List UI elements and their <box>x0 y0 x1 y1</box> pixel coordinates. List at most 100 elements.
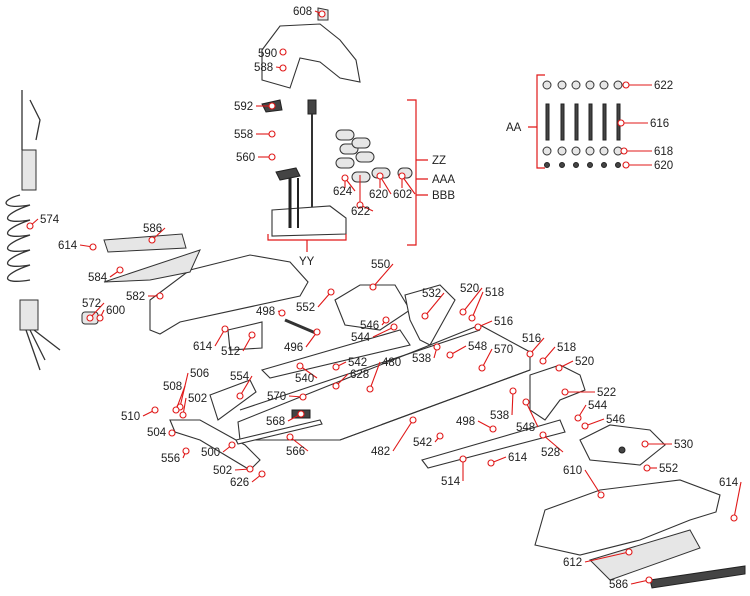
left-side-cover-part <box>149 254 309 335</box>
group-label-aaa: AAA <box>432 174 455 186</box>
part-number-label: 512 <box>221 346 240 358</box>
top-cover-part <box>261 23 361 89</box>
part-number-label: 552 <box>296 302 315 314</box>
callout-570: 570 <box>478 344 513 372</box>
part-number-label: 502 <box>188 393 207 405</box>
part-number-label: 518 <box>557 342 576 354</box>
bracket-part <box>275 167 301 181</box>
lever-arm-part <box>169 419 261 471</box>
callout-dot <box>382 316 390 324</box>
callout-dot <box>318 10 326 18</box>
part-number-label: 600 <box>106 305 125 317</box>
callout-dot <box>597 491 605 499</box>
part-number-label: 582 <box>126 291 145 303</box>
part-number-label: 516 <box>522 333 541 345</box>
part-number-label: 584 <box>88 272 108 284</box>
callout-572: 572 <box>82 298 105 322</box>
part-number-label: 506 <box>190 368 209 380</box>
part-number-label: 620 <box>654 160 673 172</box>
callout-628: 628 <box>332 369 369 390</box>
arm-right-part <box>421 419 566 469</box>
callout-dot <box>409 416 417 424</box>
callout-586: 586 <box>609 576 653 591</box>
callout-dot <box>299 393 307 401</box>
part-number-label: 570 <box>267 391 286 403</box>
callout-614: 614 <box>58 240 97 252</box>
callout-dot <box>96 314 104 322</box>
leader-line <box>584 469 602 496</box>
callout-608: 608 <box>293 6 326 18</box>
callout-516: 516 <box>474 316 513 331</box>
callout-528: 528 <box>539 431 564 459</box>
callout-dot <box>296 362 304 370</box>
callout-622: 622 <box>622 80 673 92</box>
callout-614: 614 <box>487 452 528 467</box>
callout-dot <box>509 387 517 395</box>
part-number-label: 538 <box>490 410 509 422</box>
callout-552: 552 <box>296 288 335 314</box>
callout-dot <box>182 447 190 455</box>
part-number-label: 498 <box>256 306 275 318</box>
callout-dot <box>421 312 429 320</box>
leader-line <box>289 436 309 452</box>
callout-dot <box>539 431 547 439</box>
leader-line <box>175 385 186 411</box>
callout-620: 620 <box>622 160 673 172</box>
lever-bracket-part <box>404 284 456 346</box>
callout-dot <box>341 174 349 182</box>
callout-546: 546 <box>581 414 625 430</box>
callout-dot <box>268 153 276 161</box>
callout-516: 516 <box>522 333 545 358</box>
part-number-label: 498 <box>456 416 475 428</box>
cover-plate-part <box>103 249 201 283</box>
part-number-label: 592 <box>234 101 253 113</box>
part-number-label: 546 <box>606 414 625 426</box>
callout-dot <box>246 465 254 473</box>
part-number-label: 514 <box>441 476 461 488</box>
callout-522: 522 <box>561 387 616 399</box>
callout-620: 620 <box>369 172 392 201</box>
callout-556: 556 <box>161 447 190 465</box>
group-label-yy: YY <box>299 256 315 268</box>
part-number-label: 590 <box>258 48 277 60</box>
small-bracket-part <box>227 321 263 351</box>
callout-dot <box>168 429 176 437</box>
part-number-label: 626 <box>230 477 249 489</box>
part-number-label: 614 <box>58 240 78 252</box>
callout-586: 586 <box>143 223 166 244</box>
part-number-label: 548 <box>468 341 487 353</box>
callout-dot <box>478 364 486 372</box>
callout-498: 498 <box>256 306 286 318</box>
part-number-label: 558 <box>234 129 253 141</box>
callout-dot <box>622 161 630 169</box>
part-number-label: 628 <box>350 369 369 381</box>
callout-dot <box>279 64 287 72</box>
group-bracket-yy <box>267 234 347 252</box>
callout-590: 590 <box>258 48 287 60</box>
callout-dot <box>148 236 156 244</box>
callout-566: 566 <box>286 433 309 458</box>
callout-dot <box>278 309 286 317</box>
part-number-label: 544 <box>351 332 371 344</box>
part-number-label: 568 <box>266 416 285 428</box>
right-motor-cover-part <box>579 424 666 466</box>
part-number-label: 622 <box>654 80 673 92</box>
logo-decal-part <box>649 565 746 589</box>
callout-592: 592 <box>234 101 276 113</box>
callout-dot <box>228 441 236 449</box>
callout-614: 614 <box>193 325 229 353</box>
callout-dot <box>622 81 630 89</box>
callout-530: 530 <box>641 439 693 451</box>
callout-610: 610 <box>563 465 605 499</box>
part-number-label: 548 <box>516 422 535 434</box>
part-number-label: 554 <box>230 371 250 383</box>
callout-dot <box>376 172 384 180</box>
part-number-label: 532 <box>422 288 441 300</box>
callout-dot <box>179 411 187 419</box>
callout-574: 574 <box>26 214 60 230</box>
shaft-part <box>284 318 319 336</box>
part-number-label: 528 <box>541 447 560 459</box>
callout-dot <box>446 351 454 359</box>
